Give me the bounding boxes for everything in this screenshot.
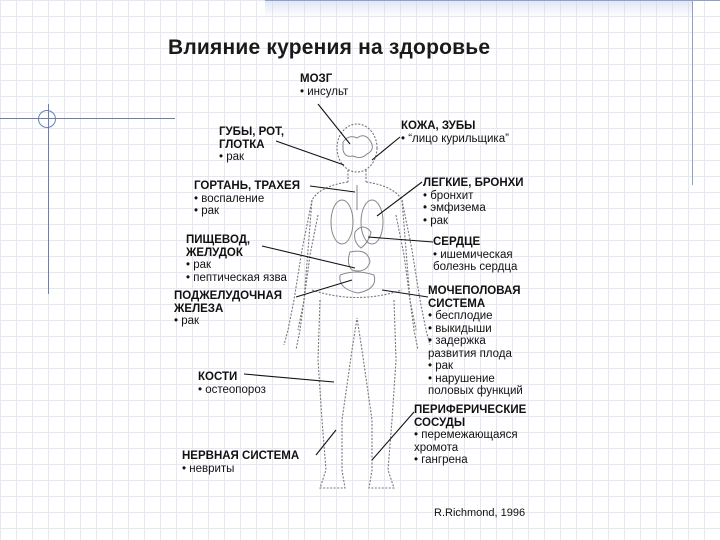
label-skin: КОЖА, ЗУБЫ • “лицо курильщика” — [401, 120, 509, 145]
label-brain: МОЗГ • инсульт — [300, 73, 348, 98]
pancreas-heading: ПОДЖЕЛУДОЧНАЯ ЖЕЛЕЗА — [174, 290, 282, 315]
heart-item: • ишемическая болезнь сердца — [433, 249, 517, 274]
label-lips: ГУБЫ, РОТ, ГЛОТКА • рак — [219, 126, 284, 164]
urogenital-item-3: • задержка развития плода — [428, 335, 523, 360]
urogenital-item-1: • бесплодие — [428, 310, 523, 323]
source-credit: R.Richmond, 1996 — [434, 507, 525, 519]
urogenital-item-5: • нарушение половых функций — [428, 373, 523, 398]
label-heart: СЕРДЦЕ • ишемическая болезнь сердца — [433, 236, 517, 274]
nervous-heading: НЕРВНАЯ СИСТЕМА — [182, 450, 299, 463]
bones-item: • остеопороз — [198, 384, 266, 397]
larynx-heading: ГОРТАНЬ, ТРАХЕЯ — [194, 180, 300, 193]
label-bones: КОСТИ • остеопороз — [198, 371, 266, 396]
vessels-item-2: • гангрена — [414, 454, 526, 467]
esophagus-item-1: • рак — [186, 259, 287, 272]
human-body-outline — [284, 124, 430, 488]
bones-heading: КОСТИ — [198, 371, 266, 384]
nervous-item: • невриты — [182, 463, 299, 476]
label-pancreas: ПОДЖЕЛУДОЧНАЯ ЖЕЛЕЗА • рак — [174, 290, 282, 328]
heart-heading: СЕРДЦЕ — [433, 236, 517, 249]
lungs-heading: ЛЕГКИЕ, БРОНХИ — [423, 177, 524, 190]
label-urogenital: МОЧЕПОЛОВАЯ СИСТЕМА • бесплодие • выкиды… — [428, 285, 523, 398]
lips-heading: ГУБЫ, РОТ, ГЛОТКА — [219, 126, 284, 151]
larynx-item-1: • воспаление — [194, 193, 300, 206]
esophagus-heading: ПИЩЕВОД, ЖЕЛУДОК — [186, 234, 287, 259]
pancreas-item: • рак — [174, 315, 282, 328]
lungs-item-1: • бронхит — [423, 190, 524, 203]
brain-item: • инсульт — [300, 86, 348, 99]
vessels-item-1: • перемежающаяся хромота — [414, 429, 526, 454]
urogenital-item-4: • рак — [428, 360, 523, 373]
lungs-item-2: • эмфизема — [423, 202, 524, 215]
lips-item: • рак — [219, 151, 284, 164]
vessels-heading: ПЕРИФЕРИЧЕСКИЕ СОСУДЫ — [414, 404, 526, 429]
skin-heading: КОЖА, ЗУБЫ — [401, 120, 509, 133]
urogenital-item-2: • выкидыши — [428, 323, 523, 336]
label-larynx: ГОРТАНЬ, ТРАХЕЯ • воспаление • рак — [194, 180, 300, 218]
brain-heading: МОЗГ — [300, 73, 348, 86]
label-nervous: НЕРВНАЯ СИСТЕМА • невриты — [182, 450, 299, 475]
urogenital-heading: МОЧЕПОЛОВАЯ СИСТЕМА — [428, 285, 523, 310]
esophagus-item-2: • пептическая язва — [186, 272, 287, 285]
lungs-item-3: • рак — [423, 215, 524, 228]
label-vessels: ПЕРИФЕРИЧЕСКИЕ СОСУДЫ • перемежающаяся х… — [414, 404, 526, 467]
skin-item: • “лицо курильщика” — [401, 133, 509, 146]
label-esophagus: ПИЩЕВОД, ЖЕЛУДОК • рак • пептическая язв… — [186, 234, 287, 284]
larynx-item-2: • рак — [194, 205, 300, 218]
label-lungs: ЛЕГКИЕ, БРОНХИ • бронхит • эмфизема • ра… — [423, 177, 524, 227]
